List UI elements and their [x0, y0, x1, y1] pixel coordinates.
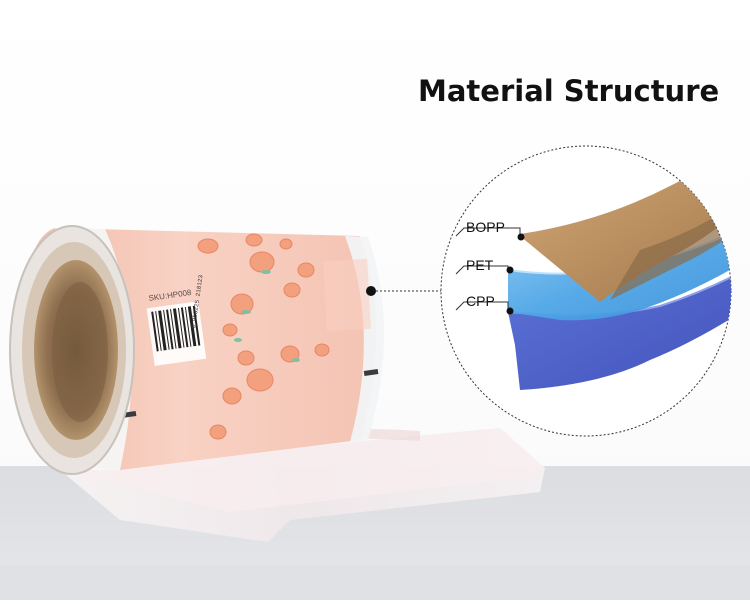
page-title: Material Structure [418, 74, 720, 108]
barcode-label [146, 301, 207, 366]
layer-label-bopp: BOPP [466, 219, 505, 235]
layer-label-cpp: CPP [466, 293, 495, 309]
layer-cpp [508, 262, 731, 390]
layer-label-pet: PET [466, 257, 494, 273]
connector-dot [366, 286, 376, 296]
